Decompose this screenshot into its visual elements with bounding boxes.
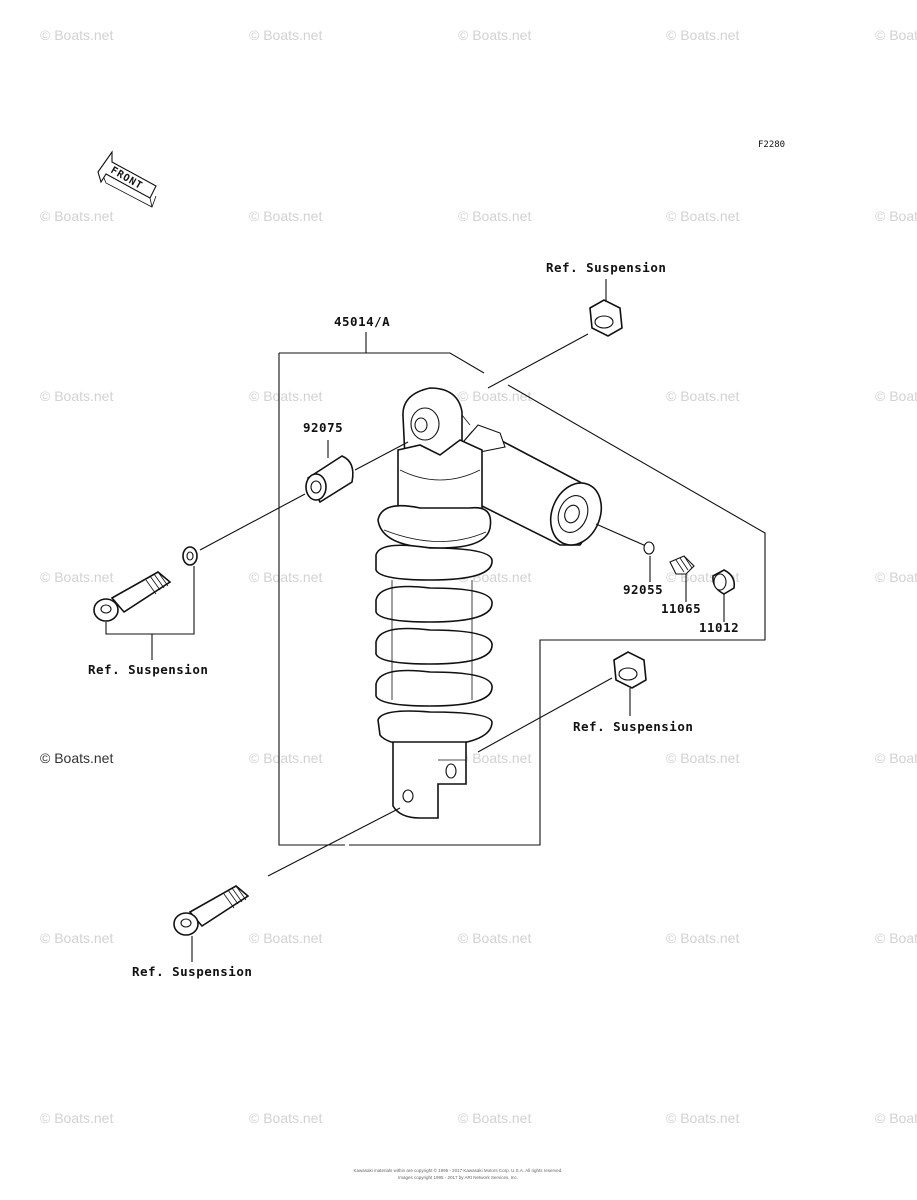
watermark: © Boats.net: [666, 208, 739, 224]
lower-bolt-part: [173, 807, 401, 936]
watermark: © Boats.net: [458, 388, 531, 404]
front-arrow-icon: FRONT: [97, 150, 157, 208]
watermark: © Boats.net: [40, 27, 113, 43]
watermark: © Boats.net: [666, 930, 739, 946]
watermark-grid: © Boats.net © Boats.net © Boats.net © Bo…: [40, 27, 917, 1126]
watermark: © Boats.net: [40, 930, 113, 946]
watermark: © Boats.net: [40, 1110, 113, 1126]
valve-part-label: 11065: [661, 601, 701, 616]
footer-line-2: Images copyright 1995 - 2017 by ARI Netw…: [398, 1175, 518, 1180]
cap-part-label: 11012: [699, 620, 739, 635]
watermark: © Boats.net: [875, 208, 917, 224]
watermark: © Boats.net: [249, 569, 322, 585]
watermark: © Boats.net: [875, 569, 917, 585]
bushing-part-label: 92075: [303, 420, 343, 435]
watermark: © Boats.net: [40, 569, 113, 585]
watermark: © Boats.net: [458, 750, 531, 766]
watermark: © Boats.net: [875, 750, 917, 766]
watermark: © Boats.net: [875, 27, 917, 43]
watermark: © Boats.net: [40, 208, 113, 224]
bushing-part: [305, 441, 409, 504]
ref-suspension-label: Ref. Suspension: [132, 964, 252, 979]
oring-part-label: 92055: [623, 582, 663, 597]
watermark: © Boats.net: [458, 1110, 531, 1126]
watermark: © Boats.net: [249, 750, 322, 766]
watermark: © Boats.net: [249, 930, 322, 946]
footer-line-1: Kawasaki materials within are copyright …: [354, 1167, 563, 1173]
ref-suspension-label: Ref. Suspension: [546, 260, 666, 275]
watermark: © Boats.net: [249, 27, 322, 43]
upper-nut-part: [487, 299, 623, 389]
copyright-footer: Kawasaki materials within are copyright …: [354, 1167, 563, 1180]
lower-nut-part: [477, 651, 647, 753]
watermark: © Boats.net: [458, 27, 531, 43]
watermark: © Boats.net: [666, 27, 739, 43]
watermark: © Boats.net: [875, 388, 917, 404]
watermark: © Boats.net: [458, 208, 531, 224]
watermark: © Boats.net: [249, 208, 322, 224]
watermark: © Boats.net: [249, 388, 322, 404]
valve-parts: [595, 523, 736, 595]
watermark: © Boats.net: [40, 388, 113, 404]
drawing-code: F2280: [758, 140, 785, 150]
watermark: © Boats.net: [458, 930, 531, 946]
assembly-part-label: 45014/A: [334, 314, 390, 329]
upper-bolt-part: [93, 493, 306, 622]
ref-suspension-label: Ref. Suspension: [88, 662, 208, 677]
watermark: © Boats.net: [666, 750, 739, 766]
assembly-bracket: [278, 332, 766, 846]
watermark-dark: © Boats.net: [40, 750, 113, 766]
watermark: © Boats.net: [875, 1110, 917, 1126]
ref-suspension-label: Ref. Suspension: [573, 719, 693, 734]
watermark: © Boats.net: [666, 388, 739, 404]
watermark: © Boats.net: [875, 930, 917, 946]
watermark: © Boats.net: [666, 1110, 739, 1126]
watermark: © Boats.net: [249, 1110, 322, 1126]
shock-absorber: [375, 387, 603, 819]
